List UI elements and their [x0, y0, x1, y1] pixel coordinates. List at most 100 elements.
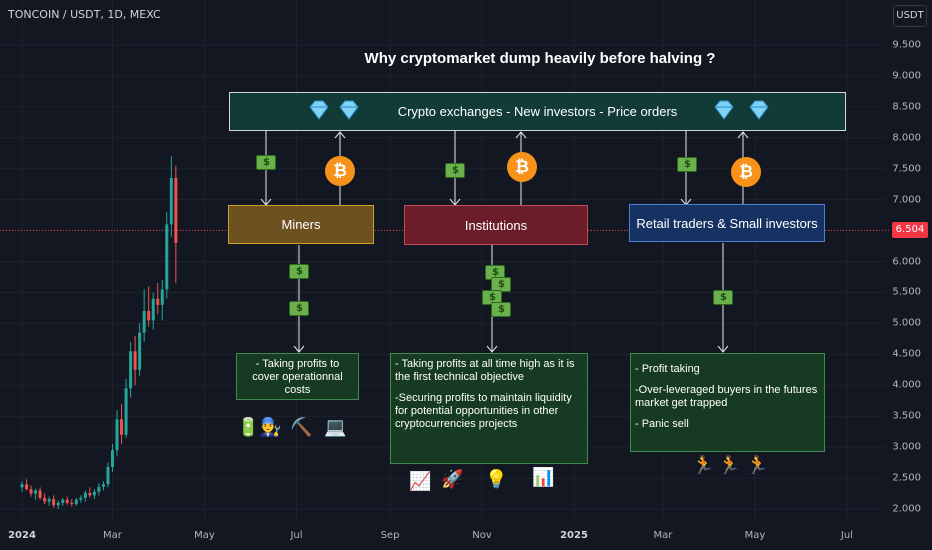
laptop-icon: 💻: [324, 417, 347, 438]
y-tick-label: 4.000: [892, 379, 921, 391]
exchanges-box: Crypto exchanges - New investors - Price…: [229, 92, 846, 131]
retail-note-line: -Over-leveraged buyers in the futures ma…: [635, 384, 818, 409]
x-tick-label: Mar: [103, 530, 122, 541]
bar-chart-icon: 📊: [532, 467, 555, 488]
bitcoin-icon: ₿: [325, 156, 355, 186]
pickaxe-icon: ⛏️: [290, 417, 313, 438]
x-tick-label: Jul: [840, 530, 854, 541]
cash-icon: [677, 157, 697, 172]
candle-body: [52, 499, 56, 506]
idea-title: Why cryptomarket dump heavily before hal…: [364, 50, 716, 67]
x-tick-label: 2024: [8, 530, 36, 541]
x-tick-label: Sep: [380, 530, 400, 541]
candle-body: [110, 450, 114, 467]
institutions-note: - Taking profits at all time high as it …: [390, 353, 588, 464]
candle-body: [79, 497, 83, 500]
y-tick-label: 5.500: [892, 286, 921, 298]
institutions-box: Institutions: [404, 205, 588, 245]
candle-body: [25, 484, 29, 490]
y-tick-label: 8.000: [892, 132, 921, 144]
y-tick-label: 9.000: [892, 70, 921, 82]
candle-body: [29, 489, 33, 494]
candle-body: [115, 419, 119, 451]
y-tick-label: 8.500: [892, 101, 921, 113]
exchanges-label: Crypto exchanges - New investors - Price…: [397, 104, 678, 119]
candle-body: [74, 499, 78, 505]
candle-body: [43, 497, 47, 502]
arrow-head: [737, 131, 749, 139]
runner-icon: 🏃: [718, 455, 741, 476]
candle-body: [138, 332, 142, 370]
diamond-icon: [309, 100, 329, 120]
candle-body: [97, 486, 101, 492]
candle-body: [147, 311, 151, 321]
symbol-title[interactable]: TONCOIN / USDT, 1D, MEXC: [8, 8, 161, 21]
candle-body: [160, 289, 164, 305]
bitcoin-icon: ₿: [507, 152, 537, 182]
last-price-label: 6.504: [892, 222, 928, 238]
candle-body: [174, 178, 178, 243]
currency-button[interactable]: USDT: [893, 5, 927, 27]
y-tick-label: 4.500: [892, 348, 921, 360]
miners-box: Miners: [228, 205, 374, 244]
arrow-head: [486, 345, 498, 353]
mechanic-icon: 👨‍🔧: [259, 417, 282, 438]
x-tick-label: May: [744, 530, 766, 541]
y-tick-label: 3.000: [892, 441, 921, 453]
cash-icon: [289, 301, 309, 316]
diamond-icon: [339, 100, 359, 120]
x-tick-label: Jul: [290, 530, 303, 541]
x-tick-label: 2025: [560, 530, 588, 541]
retail-note: - Profit taking -Over-leveraged buyers i…: [630, 353, 825, 452]
candle-body: [88, 492, 92, 496]
candle-body: [65, 499, 69, 503]
candle-body: [142, 311, 146, 333]
arrow-head: [293, 345, 305, 353]
cash-icon: [256, 155, 276, 170]
candle-body: [129, 351, 133, 389]
candle-body: [151, 298, 155, 321]
y-tick-label: 3.500: [892, 410, 921, 422]
candle-body: [156, 298, 160, 305]
battery-icon: 🔋: [237, 417, 260, 438]
arrow-head: [515, 131, 527, 139]
candle-body: [92, 491, 96, 496]
candle-body: [169, 178, 173, 225]
cash-icon: [445, 163, 465, 178]
y-tick-label: 7.500: [892, 163, 921, 175]
candle-body: [34, 490, 38, 494]
candle-body: [165, 224, 169, 290]
runner-icon: 🏃: [692, 455, 715, 476]
diamond-icon: [714, 100, 734, 120]
runner-icon: 🏃: [746, 455, 769, 476]
arrow-head: [717, 345, 729, 353]
candle-body: [61, 499, 65, 503]
diamond-icon: [749, 100, 769, 120]
candle-body: [47, 499, 51, 502]
candle-body: [124, 388, 128, 435]
bitcoin-icon: ₿: [731, 157, 761, 187]
rocket-icon: 🚀: [441, 469, 464, 490]
x-tick-label: May: [194, 530, 215, 541]
candle-body: [106, 466, 110, 485]
lightbulb-icon: 💡: [485, 469, 508, 490]
candle-body: [20, 484, 24, 488]
institutions-label: Institutions: [464, 217, 528, 233]
candle-body: [38, 490, 42, 498]
institutions-note-line: - Taking profits at all time high as it …: [395, 358, 575, 383]
retail-note-line: - Profit taking: [635, 363, 700, 375]
candle-body: [70, 502, 74, 505]
cash-icon: [289, 264, 309, 279]
y-tick-label: 2.000: [892, 503, 921, 515]
retail-box: Retail traders & Small investors: [629, 204, 825, 242]
x-tick-label: Mar: [653, 530, 673, 541]
x-tick-label: Nov: [472, 530, 492, 541]
candle-body: [120, 419, 124, 435]
y-tick-label: 2.500: [892, 472, 921, 484]
retail-label: Retail traders & Small investors: [636, 215, 818, 231]
chart-up-icon: 📈: [409, 471, 432, 492]
miners-note: - Taking profits to cover operationnal c…: [236, 353, 359, 400]
institutions-note-line: -Securing profits to maintain liquidity …: [395, 392, 572, 430]
